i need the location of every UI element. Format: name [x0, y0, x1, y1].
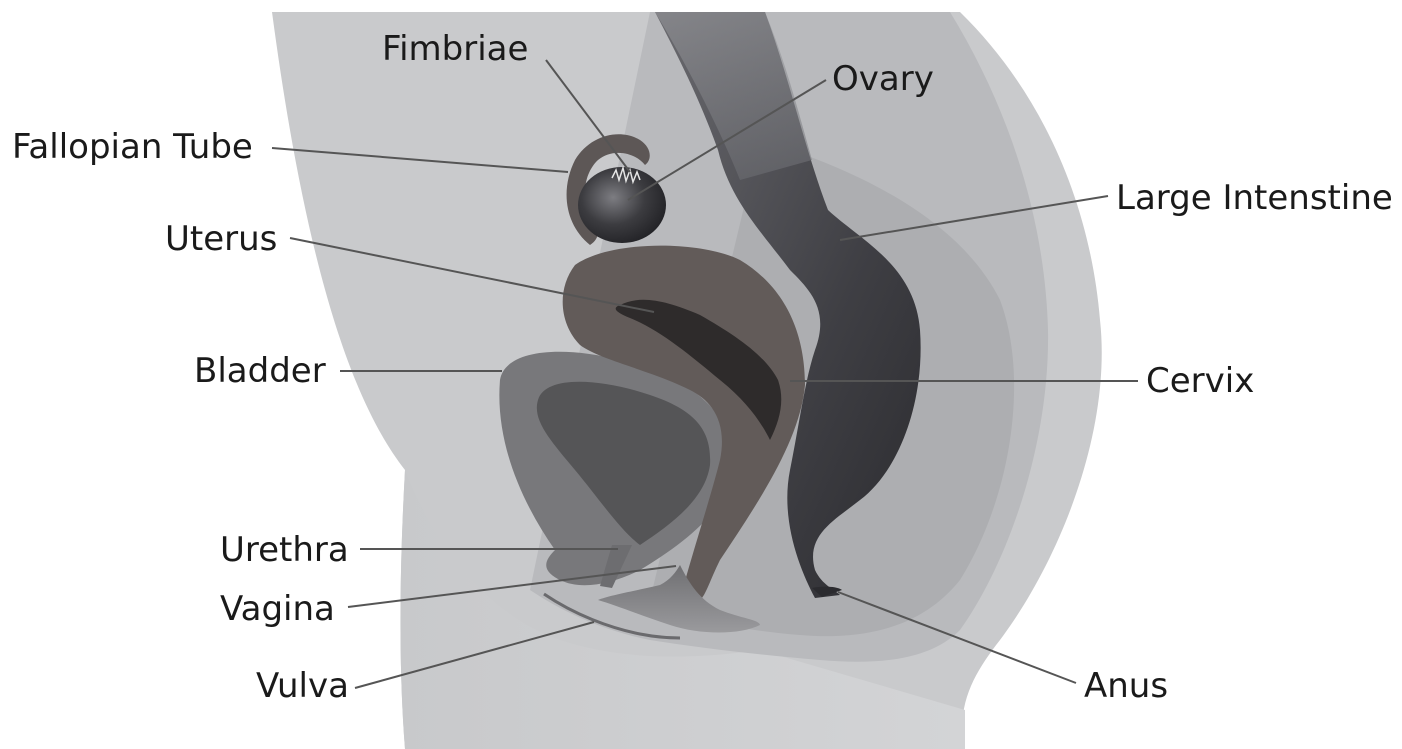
label-cervix: Cervix — [1146, 361, 1254, 401]
label-urethra: Urethra — [220, 530, 349, 570]
label-fimbriae: Fimbriae — [382, 29, 528, 69]
label-ovary: Ovary — [832, 59, 934, 99]
ovary-shape — [578, 167, 666, 243]
label-bladder: Bladder — [194, 351, 326, 391]
label-fallopian-tube: Fallopian Tube — [12, 127, 253, 167]
label-vulva: Vulva — [256, 666, 349, 706]
label-anus: Anus — [1084, 666, 1168, 706]
label-vagina: Vagina — [220, 589, 335, 629]
label-uterus: Uterus — [165, 219, 277, 259]
label-large-intestine: Large Intenstine — [1116, 178, 1393, 218]
